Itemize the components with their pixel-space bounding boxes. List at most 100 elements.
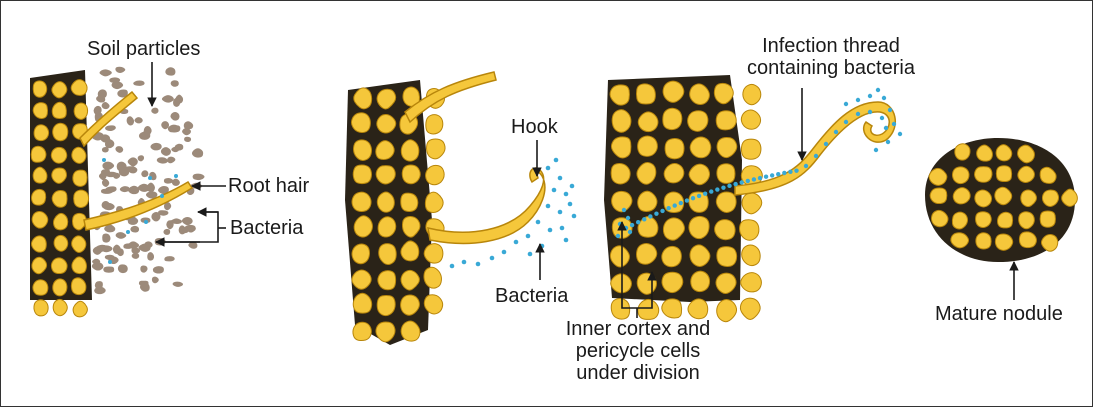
soil-particle (182, 128, 191, 135)
bacterium (776, 172, 780, 176)
bacterium (884, 126, 888, 130)
bacterium (876, 88, 880, 92)
bacterium (174, 174, 178, 178)
soil-particle (102, 179, 109, 187)
stage2-curled-root-hair (428, 168, 545, 243)
cell (611, 274, 632, 293)
soil-particle (130, 226, 139, 233)
cell (637, 273, 656, 294)
label-infection-thread-line1: Infection thread (716, 35, 946, 57)
bacterium (888, 108, 892, 112)
bacterium (814, 154, 818, 158)
bacterium (476, 262, 481, 267)
soil-particle (192, 148, 203, 157)
bacterium (834, 130, 838, 134)
cell (401, 140, 419, 161)
bacterium (856, 98, 860, 102)
soil-particle (162, 95, 174, 103)
cell (353, 293, 371, 313)
soil-particle (184, 137, 191, 142)
cell (740, 298, 760, 319)
label-soil-particles: Soil particles (87, 38, 200, 60)
bacterium (666, 206, 670, 210)
bacterium (546, 204, 551, 209)
bacterium (844, 120, 848, 124)
soil-particle (103, 203, 115, 210)
cell (664, 164, 684, 183)
label-inner-cortex-line3: under division (540, 362, 736, 384)
label-root-hair: Root hair (228, 175, 309, 197)
cell (998, 212, 1013, 228)
soil-particle (173, 282, 183, 287)
bacterium (560, 226, 565, 231)
bacterium (721, 185, 725, 189)
cell (638, 299, 659, 319)
bacterium (691, 196, 695, 200)
soil-particle (115, 67, 125, 73)
label-hook: Hook (511, 116, 558, 138)
bacterium (514, 240, 519, 245)
label-mature-nodule: Mature nodule (935, 303, 1063, 325)
cell (73, 170, 87, 186)
soil-particle (173, 98, 180, 107)
soil-particle (128, 157, 138, 166)
cell (952, 167, 969, 184)
cell (741, 139, 761, 159)
soil-particle (147, 252, 154, 261)
cell (975, 167, 992, 183)
cell (402, 165, 420, 184)
cell (32, 211, 48, 228)
cell (53, 123, 68, 141)
cell (426, 115, 443, 134)
cell (740, 220, 759, 241)
stage2-bacteria-dots (450, 158, 577, 269)
cell (995, 234, 1012, 250)
soil-particle (102, 234, 110, 243)
cell (426, 165, 445, 184)
soil-particle (184, 121, 193, 129)
cell (662, 299, 682, 318)
bacterium (758, 176, 762, 180)
bacterium (654, 211, 658, 215)
soil-particle (163, 229, 170, 235)
bacterium (660, 209, 664, 213)
bacterium (552, 188, 557, 193)
cell (352, 244, 369, 264)
bacterium (108, 260, 112, 264)
label-inner-cortex-line2: pericycle cells (540, 340, 736, 362)
label-bacteria-1: Bacteria (230, 217, 303, 239)
soil-particle (170, 112, 179, 121)
bacterium (626, 216, 630, 220)
bacterium (102, 158, 106, 162)
bacterium (648, 214, 652, 218)
bacterium (148, 176, 152, 180)
cell (401, 193, 418, 211)
cell (52, 102, 66, 118)
bacterium (630, 223, 634, 227)
cell (376, 166, 395, 184)
cell (743, 84, 761, 104)
label-bacteria-2: Bacteria (495, 285, 568, 307)
cell (996, 166, 1011, 182)
soil-particle (150, 143, 161, 151)
label-inner-cortex: Inner cortex and pericycle cells under d… (540, 318, 736, 384)
bacterium (528, 252, 533, 257)
soil-particle (115, 146, 123, 153)
bacterium (564, 192, 569, 197)
soil-particle (165, 67, 175, 75)
cell (378, 217, 396, 237)
bacterium (558, 176, 563, 181)
cell (424, 244, 443, 263)
bacterium (558, 210, 563, 215)
soil-particle (105, 125, 116, 131)
cell (715, 220, 736, 240)
soil-particle (164, 256, 174, 261)
cell (953, 188, 970, 204)
bacterium (886, 140, 890, 144)
cell (741, 273, 762, 292)
soil-particle (116, 232, 127, 239)
cell (352, 192, 371, 211)
cell (34, 125, 49, 141)
soil-particle (171, 218, 182, 224)
soil-particle (182, 217, 193, 225)
